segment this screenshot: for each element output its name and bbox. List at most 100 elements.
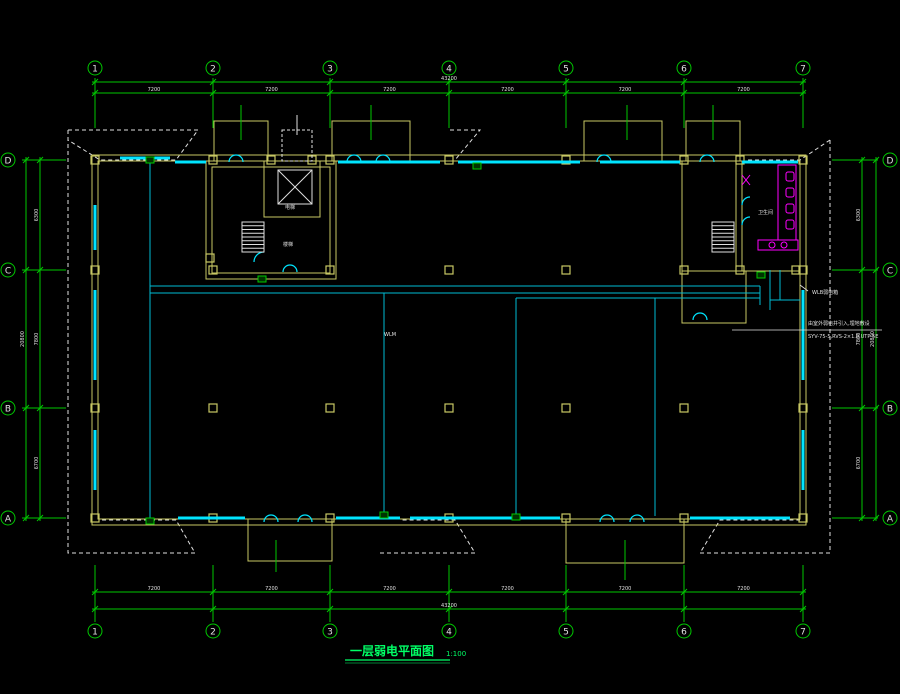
outlet: [379, 511, 389, 519]
grid-bubble-col-2: 2: [205, 60, 221, 76]
cable-routes: [149, 160, 800, 522]
grid-bubble-label: A: [5, 515, 12, 525]
grid-bubble-col-7: 7: [795, 60, 811, 76]
grid-bubble-label: 2: [210, 628, 216, 638]
column: [90, 513, 100, 523]
drawing-scale: 1:100: [446, 650, 466, 658]
lift-shaft: [277, 115, 313, 205]
grid-bubble-label: A: [887, 515, 894, 525]
door-swing: [629, 514, 638, 523]
column: [444, 403, 454, 413]
grid-bubble-row-A: A: [0, 510, 16, 526]
dim-top-total: 43200: [441, 76, 457, 82]
toilet: [785, 203, 795, 214]
grid-bubble-col-1: 1: [87, 623, 103, 639]
door-swing: [282, 264, 291, 273]
column: [208, 403, 218, 413]
column: [679, 513, 689, 523]
grid-bubble-label: 5: [563, 628, 569, 638]
dim-right-total: 20800: [870, 331, 876, 347]
grid-bubble-label: 6: [681, 65, 687, 75]
door-swing: [741, 196, 751, 206]
dim-right-bay: 6700: [856, 457, 862, 470]
column: [798, 403, 808, 413]
grid-bubble-label: 4: [446, 628, 452, 638]
column: [679, 265, 689, 275]
column: [561, 403, 571, 413]
basin: [780, 241, 788, 249]
door-swing: [699, 154, 708, 163]
grid-bubble-label: 3: [327, 628, 333, 638]
dim-top-bay: 7200: [383, 87, 396, 93]
stairs: [241, 221, 735, 253]
grid-bubble-col-5: 5: [558, 623, 574, 639]
column: [679, 403, 689, 413]
grid-bubble-label: C: [5, 267, 11, 277]
grid-bubble-col-6: 6: [676, 60, 692, 76]
column: [798, 513, 808, 523]
walls: [91, 120, 807, 564]
outlet: [145, 517, 155, 525]
grid-bubble-label: 1: [92, 628, 98, 638]
doors: [228, 154, 751, 523]
bay-markers: [240, 105, 714, 580]
column: [798, 155, 808, 165]
door-swing: [304, 514, 313, 523]
grid-bubble-label: 4: [446, 65, 452, 75]
dim-left-total: 20800: [20, 331, 26, 347]
dim-bottom-bay: 7200: [265, 586, 278, 592]
grid-bubble-col-4: 4: [441, 623, 457, 639]
column: [735, 155, 745, 165]
column: [266, 155, 276, 165]
drawing-title: 一层弱电平面图 1:100: [345, 643, 466, 664]
dim-bottom-bay: 7200: [619, 586, 632, 592]
building-outline: [67, 129, 831, 554]
door-swing: [599, 514, 608, 523]
door-swing: [636, 514, 645, 523]
grid-bubble-col-4: 4: [441, 60, 457, 76]
column: [208, 155, 218, 165]
column: [325, 265, 335, 275]
door-swing: [603, 154, 612, 163]
dim-right-bay: 7800: [856, 333, 862, 346]
grid-bubble-row-C: C: [0, 262, 16, 278]
outlet: [756, 271, 766, 279]
grid-bubble-label: B: [887, 405, 893, 415]
wc-label: 卫生间: [758, 209, 773, 216]
column: [325, 403, 335, 413]
column: [679, 155, 689, 165]
dim-top-bay: 7200: [265, 87, 278, 93]
grid-bubble-row-B: B: [0, 400, 16, 416]
dim-bottom-total: 43200: [441, 603, 457, 609]
grid-bubble-col-3: 3: [322, 623, 338, 639]
column: [325, 155, 335, 165]
grid-bubble-label: B: [5, 405, 11, 415]
column: [444, 265, 454, 275]
grid-bubble-row-D: D: [0, 152, 16, 168]
column: [90, 265, 100, 275]
stair-label: 楼梯: [283, 241, 293, 248]
door-swing: [596, 154, 605, 163]
toilet: [785, 187, 795, 198]
dim-left-bay: 6300: [34, 209, 40, 222]
grid-bubble-row-C: C: [882, 262, 898, 278]
grid-lines: [22, 78, 878, 622]
dim-bottom-bay: 7200: [737, 586, 750, 592]
grid-bubble-col-6: 6: [676, 623, 692, 639]
grid-bubble-row-A: A: [882, 510, 898, 526]
outlet: [145, 156, 155, 164]
grid-bubble-label: 7: [800, 628, 806, 638]
structural-columns: [90, 155, 808, 523]
toilet: [785, 171, 795, 182]
dim-right-bay: 6300: [856, 209, 862, 222]
door-swing: [692, 312, 701, 321]
riser-label: WLM: [384, 332, 396, 338]
dim-top-bay: 7200: [148, 87, 161, 93]
door-swing: [228, 154, 237, 163]
lift-label: 电梯: [285, 204, 295, 211]
door-swing: [297, 514, 306, 523]
column: [325, 513, 335, 523]
